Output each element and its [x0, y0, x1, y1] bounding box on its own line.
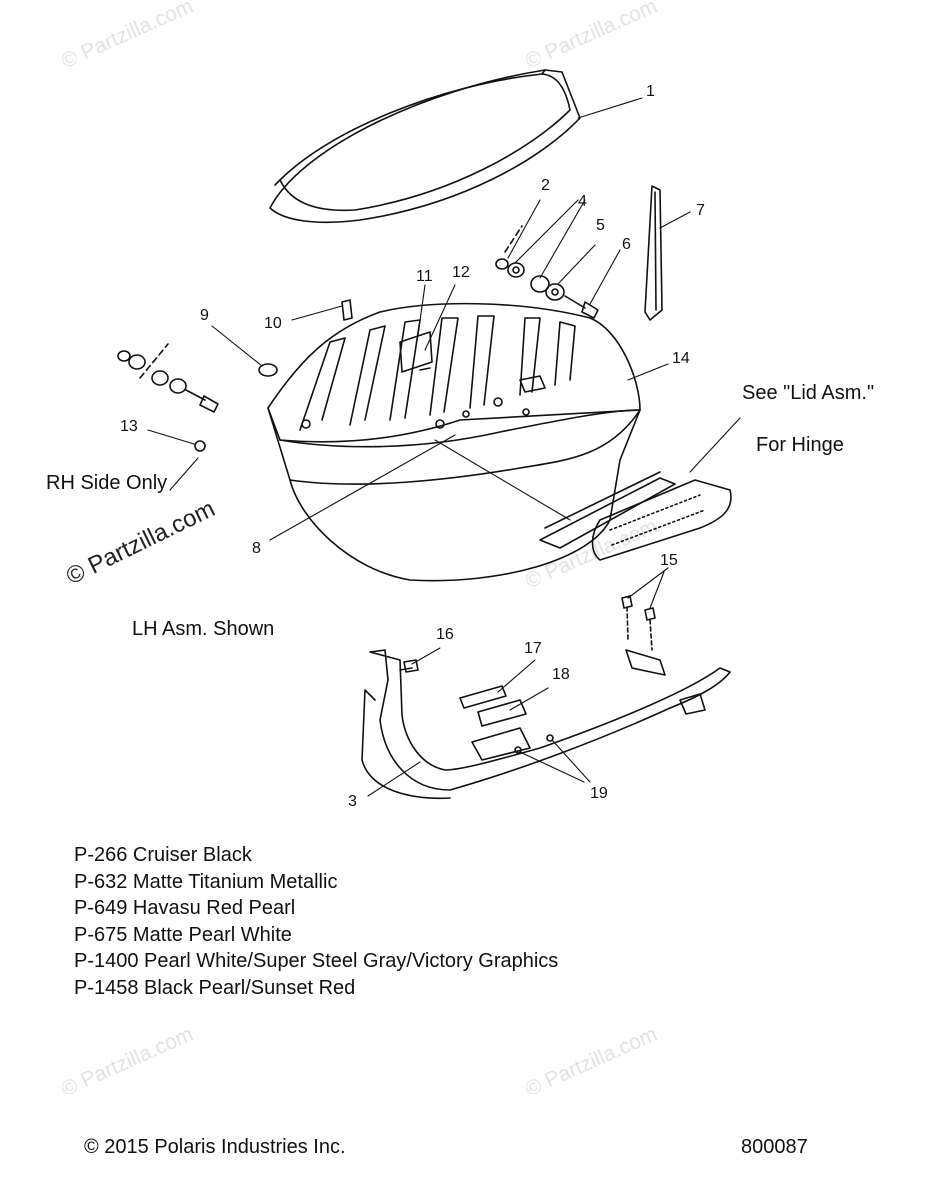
mount-rail-part [361, 649, 731, 800]
callout-19: 19 [590, 785, 608, 802]
lh-asm-shown-note: LH Asm. Shown [132, 618, 275, 640]
callout-7: 7 [696, 202, 705, 219]
paint-code-item: P-1400 Pearl White/Super Steel Gray/Vict… [74, 950, 559, 972]
rh-side-only-note: RH Side Only [46, 472, 168, 494]
hinge-part [539, 471, 732, 561]
callout-13: 13 [120, 418, 138, 435]
leader-lines [147, 97, 741, 797]
latch-parts [341, 299, 433, 373]
copyright-text: © 2015 Polaris Industries Inc. [84, 1136, 346, 1158]
figure-number: 800087 [741, 1136, 808, 1158]
callout-17: 17 [524, 640, 542, 657]
callout-12: 12 [452, 264, 470, 281]
paint-code-item: P-1458 Black Pearl/Sunset Red [74, 976, 356, 999]
paint-code-item: P-675 Matte Pearl White [74, 923, 292, 946]
trim-strip-part [644, 185, 663, 321]
saddlebag-body-part [267, 302, 641, 582]
paint-code-item: P-649 Havasu Red Pearl [74, 897, 296, 919]
callout-6: 6 [622, 236, 631, 253]
fastener-hardware [403, 595, 656, 754]
callout-1: 1 [646, 83, 655, 100]
callout-11: 11 [416, 268, 433, 285]
callout-8: 8 [252, 540, 261, 557]
callout-3: 3 [348, 793, 357, 810]
callout-5: 5 [596, 217, 605, 234]
callout-18: 18 [552, 666, 570, 683]
callout-9: 9 [200, 307, 209, 324]
cap-part [258, 363, 278, 377]
paint-code-item: P-266 Cruiser Black [74, 844, 252, 866]
bolt-hardware-left [117, 343, 219, 452]
lid-trim-part [269, 69, 581, 224]
callout-10: 10 [264, 315, 282, 332]
washer-hardware [495, 225, 599, 319]
callout-16: 16 [436, 626, 454, 643]
see-lid-asm-note: See "Lid Asm." [742, 382, 875, 404]
paint-code-legend: P-266 Cruiser Black P-632 Matte Titanium… [74, 842, 558, 1001]
callout-4: 4 [578, 193, 587, 210]
for-hinge-note: For Hinge [756, 434, 844, 456]
callout-2: 2 [541, 177, 550, 194]
callout-14: 14 [672, 350, 690, 367]
callout-15: 15 [660, 552, 678, 569]
paint-code-item: P-632 Matte Titanium Metallic [74, 870, 338, 893]
